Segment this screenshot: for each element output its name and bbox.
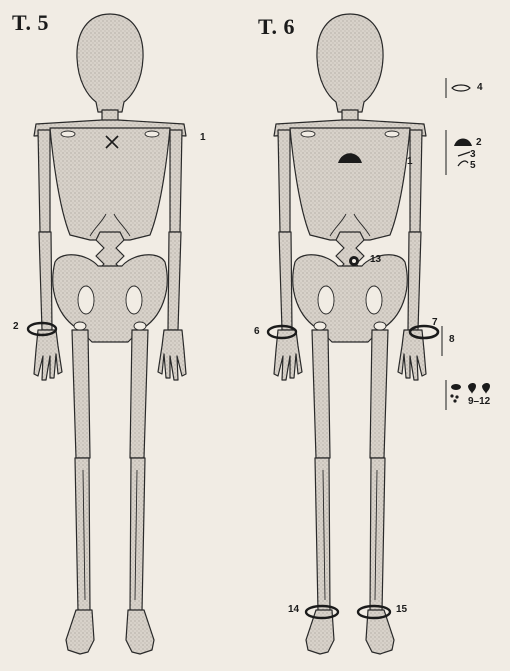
find-label: 9–12 xyxy=(468,397,490,407)
figure-title-t5: T. 5 xyxy=(12,10,49,36)
find-label: 14 xyxy=(288,605,299,615)
find-label: 5 xyxy=(470,161,476,171)
fibula-brooch-icon xyxy=(454,139,472,147)
find-label: 15 xyxy=(396,605,407,615)
find-label: 1 xyxy=(407,157,413,167)
find-label: 7 xyxy=(432,318,438,328)
pin-icon xyxy=(458,152,470,156)
find-label: 6 xyxy=(254,327,260,337)
pin-icon xyxy=(458,161,468,166)
figure-title-t6: T. 6 xyxy=(258,14,295,40)
find-label: 2 xyxy=(13,322,19,332)
find-label: 3 xyxy=(470,150,476,160)
find-label: 2 xyxy=(476,138,482,148)
find-label: 1 xyxy=(200,133,206,143)
skeleton-t6 xyxy=(274,14,426,654)
pin-icon xyxy=(452,85,470,91)
find-label: 4 xyxy=(477,83,483,93)
find-label: 13 xyxy=(370,255,381,265)
skeleton-t5 xyxy=(34,14,186,654)
find-label: 8 xyxy=(449,335,455,345)
